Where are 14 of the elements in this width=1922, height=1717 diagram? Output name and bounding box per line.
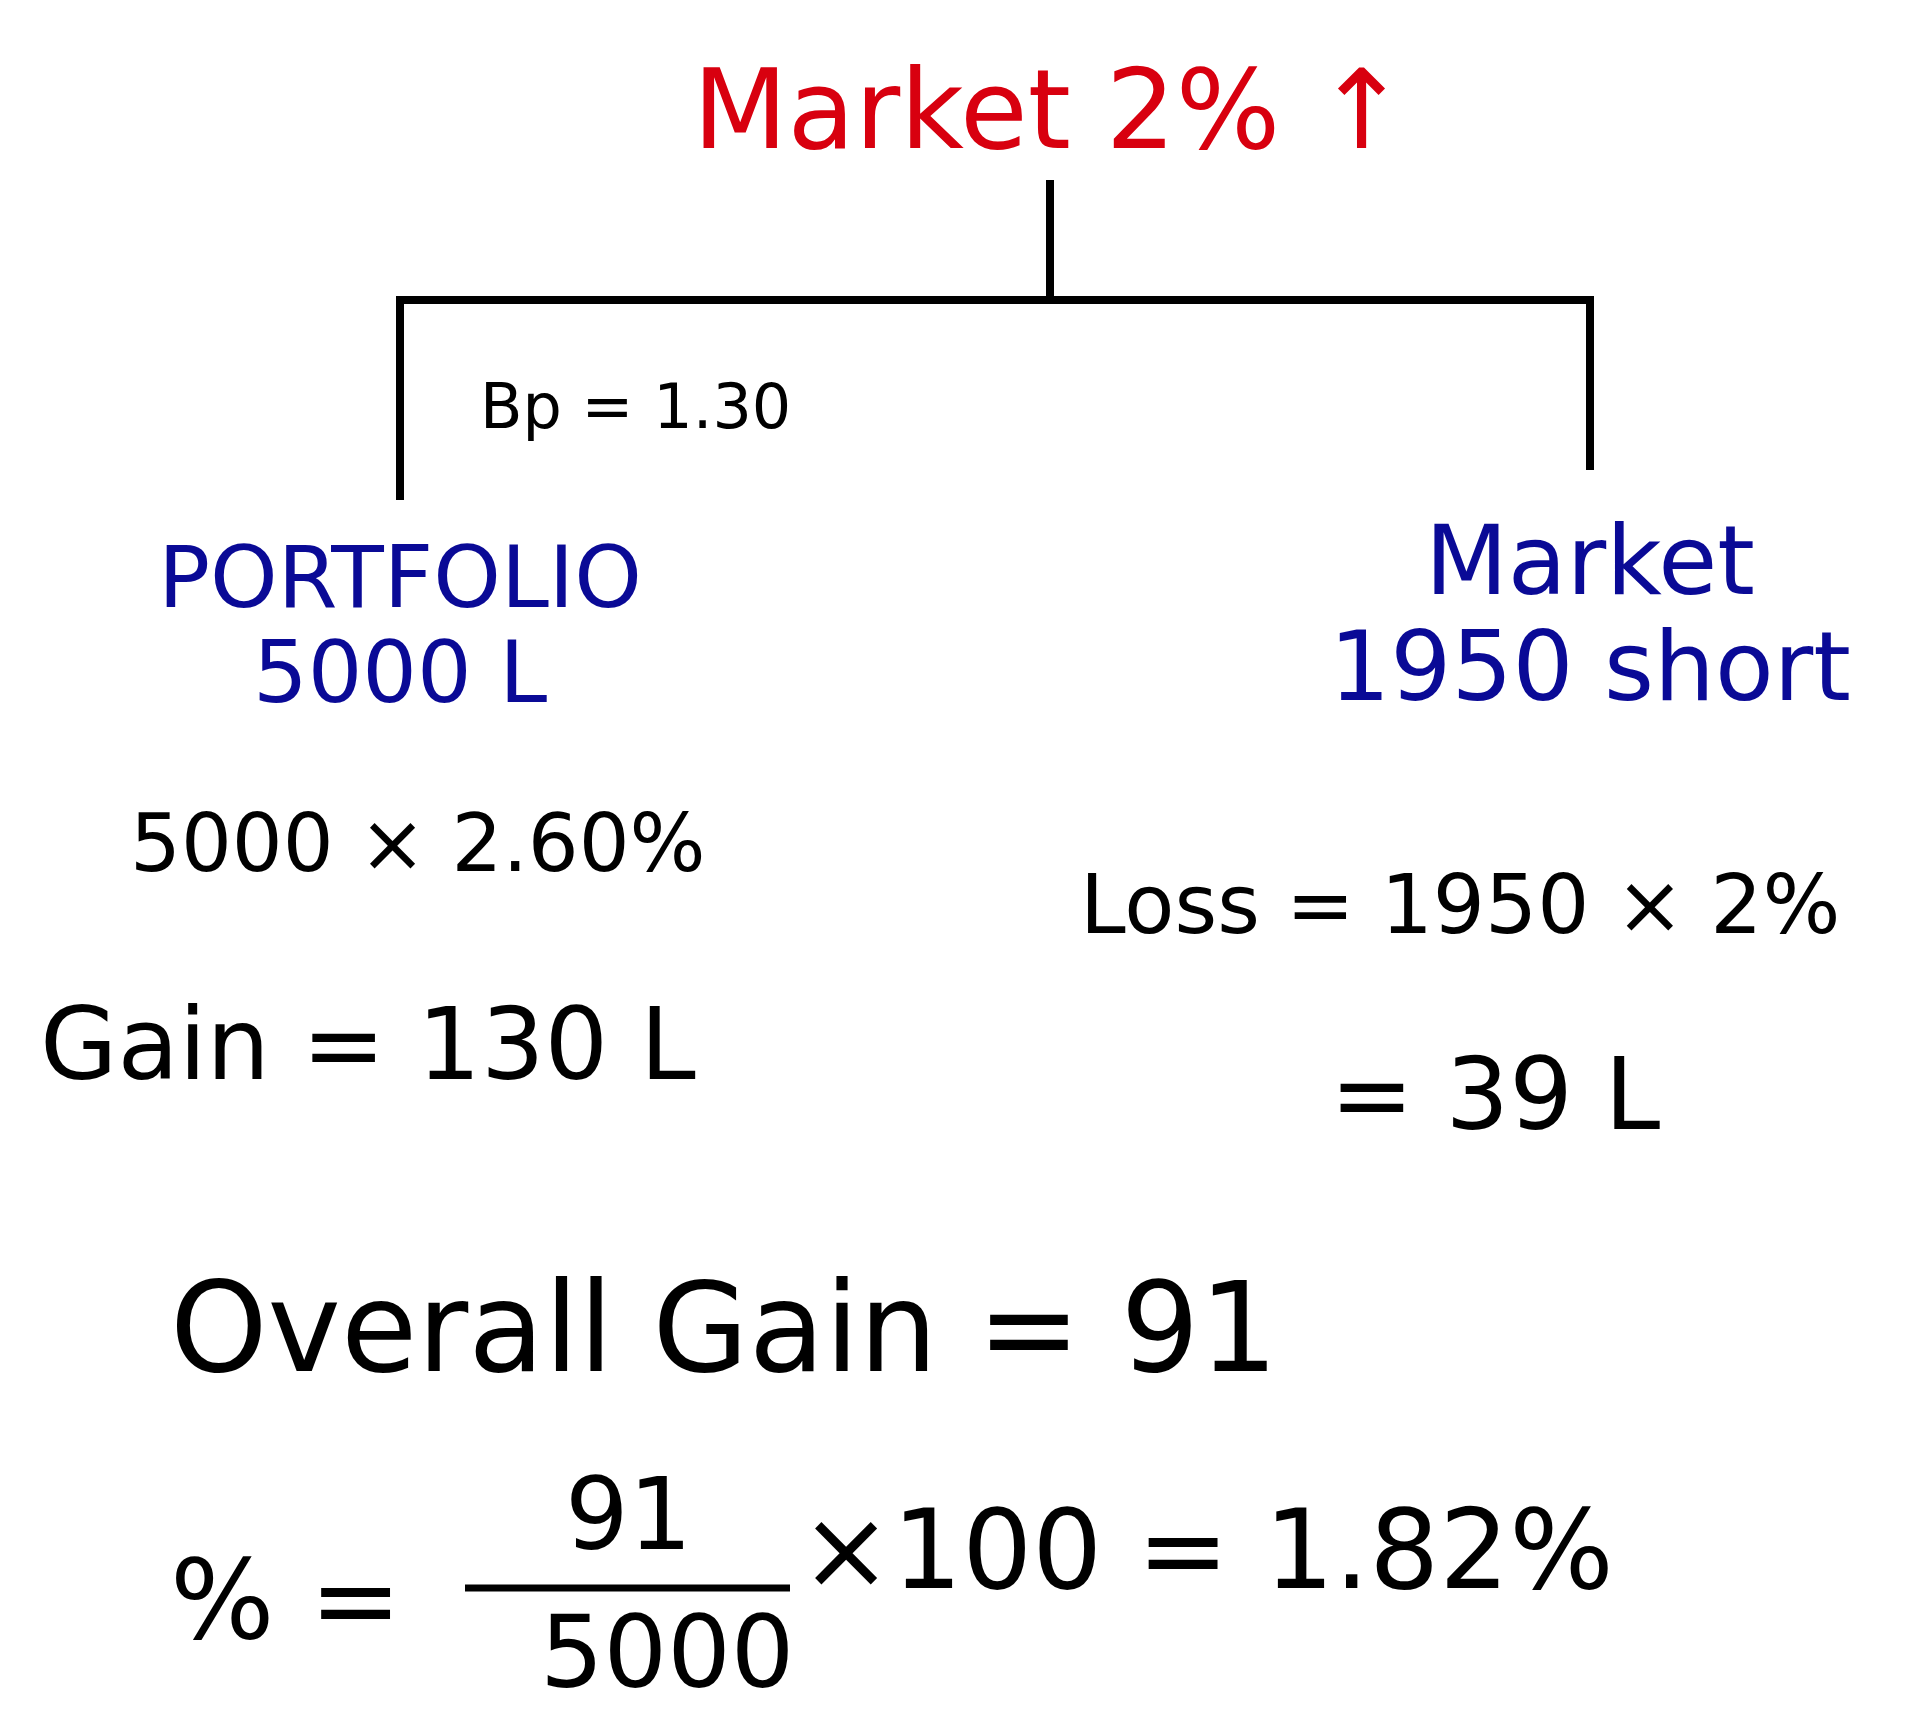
fraction-denominator: 5000 bbox=[540, 1598, 795, 1708]
note-text: ×100 = 1.82% bbox=[800, 1490, 1614, 1611]
fraction-numerator: 91 bbox=[565, 1460, 693, 1570]
note-text: 5000 × 2.60% bbox=[130, 800, 706, 888]
node-subtext: 1950 short bbox=[1329, 615, 1851, 721]
node-subtext: 5000 L bbox=[252, 625, 548, 720]
note-text: Loss = 1950 × 2% bbox=[1080, 860, 1841, 951]
node-heading: Market 2% ↑ bbox=[692, 49, 1408, 171]
note-text: % = bbox=[170, 1540, 402, 1661]
note-text: = 39 L bbox=[1330, 1040, 1661, 1150]
note-text: Overall Gain = 91 bbox=[170, 1260, 1279, 1397]
node-heading: PORTFOLIO bbox=[158, 530, 642, 625]
note-text: Gain = 130 L bbox=[40, 990, 696, 1100]
node-heading: Market bbox=[1425, 509, 1755, 615]
